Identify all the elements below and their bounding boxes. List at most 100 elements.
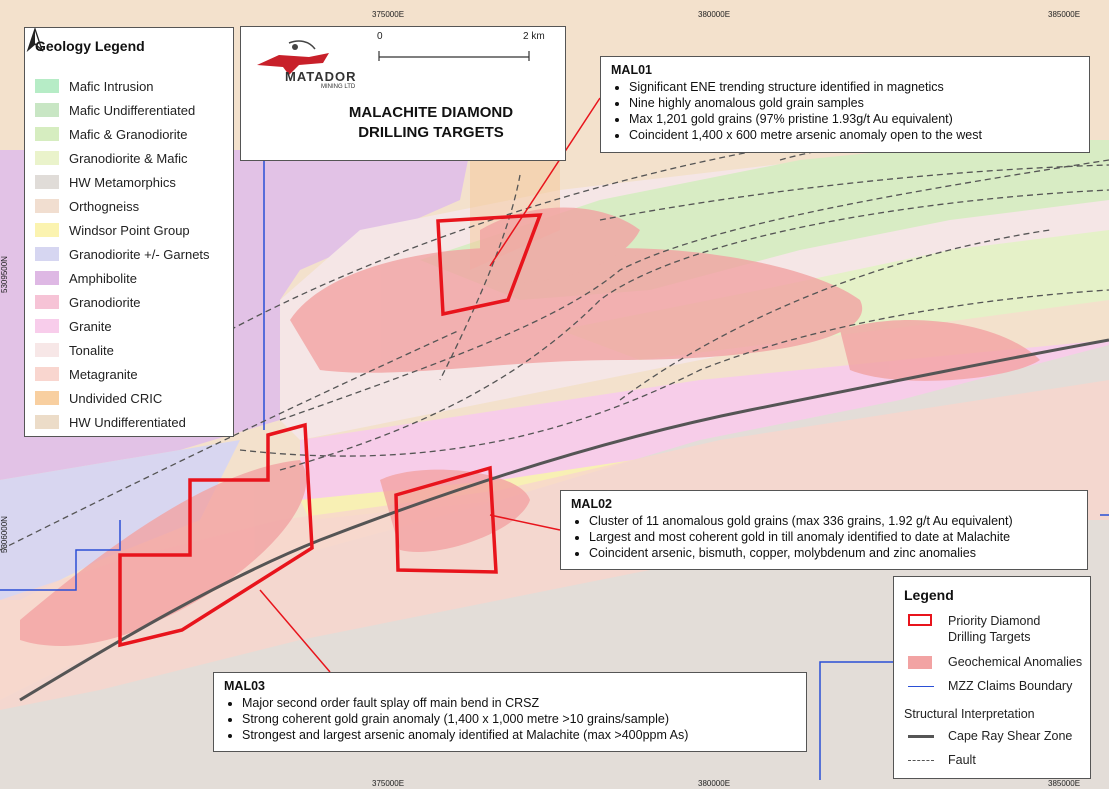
shear-line-icon: [904, 729, 940, 745]
geology-legend-label: Amphibolite: [69, 270, 137, 286]
geology-legend-item: HW Metamorphics: [35, 172, 176, 192]
geology-legend-label: Tonalite: [69, 342, 114, 358]
target-mal02: [394, 465, 498, 574]
geology-legend-label: Windsor Point Group: [69, 222, 190, 238]
geology-legend-item: Tonalite: [35, 340, 114, 360]
legend-item-anomalies: Geochemical Anomalies: [904, 655, 1082, 671]
geology-swatch-icon: [35, 391, 59, 405]
legend-claims-label: MZZ Claims Boundary: [948, 679, 1073, 693]
brand-name: MATADOR: [285, 69, 357, 84]
callout-mal02: MAL02 Cluster of 11 anomalous gold grain…: [560, 490, 1088, 570]
legend-shear-label: Cape Ray Shear Zone: [948, 729, 1073, 743]
geology-legend-item: Undivided CRIC: [35, 388, 162, 408]
geology-legend-label: Granodiorite & Mafic: [69, 150, 188, 166]
north-arrow-icon: [26, 28, 44, 52]
scale-end-label: 2 km: [523, 31, 545, 42]
coord-left-1: 5309500N: [0, 256, 9, 293]
target-mal03: [118, 422, 314, 648]
callout-mal03: MAL03 Major second order fault splay off…: [213, 672, 807, 752]
geology-legend-label: Mafic Intrusion: [69, 78, 154, 94]
callout-mal01-title: MAL01: [611, 63, 652, 77]
coord-bottom-2: 380000E: [698, 779, 731, 788]
fault-line-icon: [904, 753, 940, 769]
geology-legend-item: Orthogneiss: [35, 196, 139, 216]
coord-left-2: 5306000N: [0, 516, 9, 553]
claims-line-icon: [904, 679, 940, 695]
geology-legend-item: Mafic Undifferentiated: [35, 100, 195, 120]
geology-swatch-icon: [35, 343, 59, 357]
cape-ray-shear-zone: [19, 338, 1109, 702]
geology-legend-item: Granodiorite & Mafic: [35, 148, 188, 168]
geology-swatch-icon: [35, 79, 59, 93]
callout-mal01-bullet: Coincident 1,400 x 600 metre arsenic ano…: [629, 127, 1079, 143]
geology-swatch-icon: [35, 151, 59, 165]
geology-legend-label: Orthogneiss: [69, 198, 140, 214]
coord-top-1: 375000E: [372, 10, 405, 19]
geology-legend-label: Metagranite: [69, 366, 138, 382]
callout-mal01-bullet: Significant ENE trending structure ident…: [629, 79, 1079, 95]
coord-top-3: 385000E: [1048, 10, 1081, 19]
geology-swatch-icon: [35, 247, 59, 261]
map-legend-title: Legend: [904, 587, 954, 603]
scale-start-label: 0: [377, 31, 383, 42]
matador-logo-icon: [257, 40, 329, 75]
legend-structural-label: Structural Interpretation: [904, 707, 1035, 721]
geology-legend-label: HW Metamorphics: [69, 174, 176, 190]
target-swatch-icon: [904, 613, 940, 629]
callout-mal03-bullet: Strong coherent gold grain anomaly (1,40…: [242, 711, 796, 727]
callout-mal01: MAL01 Significant ENE trending structure…: [600, 56, 1090, 153]
geology-swatch-icon: [35, 127, 59, 141]
callout-mal02-title: MAL02: [571, 497, 612, 511]
legend-item-claims: MZZ Claims Boundary: [904, 679, 1072, 695]
target-mal01: [436, 213, 543, 317]
geology-swatch-icon: [35, 175, 59, 189]
legend-fault-label: Fault: [948, 753, 976, 767]
geology-legend-item: Granodiorite +/- Garnets: [35, 244, 210, 264]
geology-legend-label: Granodiorite +/- Garnets: [69, 246, 210, 262]
scale-bar: [378, 51, 530, 61]
geology-legend-label: HW Undifferentiated: [69, 414, 186, 430]
map-title: MALACHITE DIAMOND DRILLING TARGETS: [311, 103, 551, 143]
geology-swatch-icon: [35, 295, 59, 309]
coord-top-2: 380000E: [698, 10, 731, 19]
geology-legend-item: Metagranite: [35, 364, 138, 384]
map-title-line1: MALACHITE DIAMOND: [348, 104, 514, 121]
map-title-line2: DRILLING TARGETS: [358, 124, 504, 141]
callout-mal03-bullet: Major second order fault splay off main …: [242, 695, 796, 711]
geology-legend-label: Mafic & Granodiorite: [69, 126, 188, 142]
geology-legend-item: Amphibolite: [35, 268, 137, 288]
callout-mal03-title: MAL03: [224, 679, 265, 693]
geology-swatch-icon: [35, 223, 59, 237]
geology-swatch-icon: [35, 271, 59, 285]
geology-legend-label: Granite: [69, 318, 112, 334]
callout-mal02-bullet: Cluster of 11 anomalous gold grains (max…: [589, 513, 1077, 529]
geology-legend-item: Mafic & Granodiorite: [35, 124, 188, 144]
geology-legend-title: Geology Legend: [35, 38, 145, 54]
geology-legend-item: HW Undifferentiated: [35, 412, 186, 432]
brand-subtitle: MINING LTD: [321, 84, 356, 90]
callout-mal03-bullet: Strongest and largest arsenic anomaly id…: [242, 727, 796, 743]
legend-item-targets: Priority Diamond Drilling Targets: [904, 613, 1078, 645]
legend-anomalies-label: Geochemical Anomalies: [948, 655, 1083, 669]
map-legend: Legend Priority Diamond Drilling Targets…: [893, 576, 1091, 779]
map-title-box: MATADOR MINING LTD 0 2 km MALACHITE DIAM…: [240, 26, 566, 161]
target-polygons: [118, 213, 543, 648]
geology-legend-label: Undivided CRIC: [69, 390, 163, 406]
geology-legend-item: Windsor Point Group: [35, 220, 190, 240]
geology-legend-label: Granodiorite: [69, 294, 141, 310]
callout-mal02-bullet: Coincident arsenic, bismuth, copper, mol…: [589, 545, 1077, 561]
callout-mal01-bullet: Nine highly anomalous gold grain samples: [629, 95, 1079, 111]
callout-mal01-bullet: Max 1,201 gold grains (97% pristine 1.93…: [629, 111, 1079, 127]
anomaly-swatch-icon: [904, 655, 940, 671]
coord-bottom-3: 385000E: [1048, 779, 1081, 788]
geology-swatch-icon: [35, 103, 59, 117]
geology-legend-item: Mafic Intrusion: [35, 76, 154, 96]
callout-mal02-bullet: Largest and most coherent gold in till a…: [589, 529, 1077, 545]
geology-legend-label: Mafic Undifferentiated: [69, 102, 196, 118]
legend-structural-heading: Structural Interpretation: [904, 707, 1035, 721]
coord-bottom-1: 375000E: [372, 779, 405, 788]
geology-swatch-icon: [35, 415, 59, 429]
geology-swatch-icon: [35, 367, 59, 381]
